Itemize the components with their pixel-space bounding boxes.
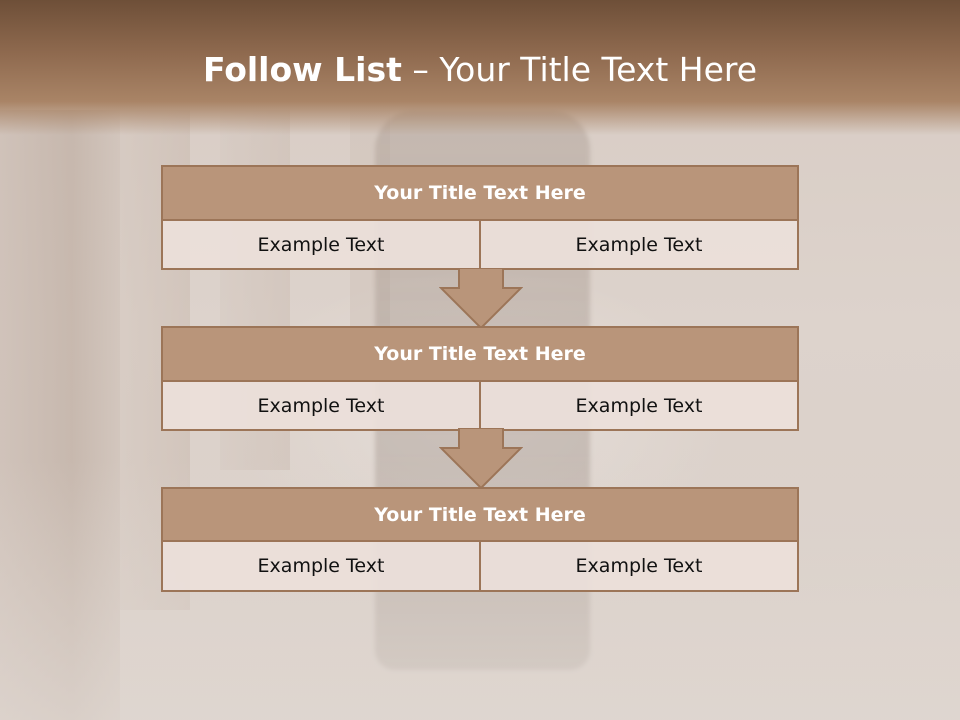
block-cell-right: Example Text <box>481 542 799 592</box>
block-cell-left: Example Text <box>161 542 481 592</box>
block-cell-left: Example Text <box>161 221 481 270</box>
block-row: Example Text Example Text <box>161 542 799 592</box>
slide-title: Follow List – Your Title Text Here <box>0 50 960 89</box>
flow-block-1: Your Title Text Here Example Text Exampl… <box>161 165 799 270</box>
block-cell-right: Example Text <box>481 382 799 431</box>
flow-block-3: Your Title Text Here Example Text Exampl… <box>161 487 799 592</box>
block-cell-left: Example Text <box>161 382 481 431</box>
block-title: Your Title Text Here <box>161 487 799 542</box>
header-band <box>0 0 960 135</box>
flow-block-2: Your Title Text Here Example Text Exampl… <box>161 326 799 431</box>
block-row: Example Text Example Text <box>161 221 799 270</box>
down-arrow-icon <box>439 428 523 490</box>
block-title: Your Title Text Here <box>161 165 799 221</box>
slide-title-rest: – Your Title Text Here <box>401 50 758 89</box>
slide-title-strong: Follow List <box>202 50 402 89</box>
block-title: Your Title Text Here <box>161 326 799 382</box>
block-row: Example Text Example Text <box>161 382 799 431</box>
block-cell-right: Example Text <box>481 221 799 270</box>
down-arrow-icon <box>439 268 523 330</box>
